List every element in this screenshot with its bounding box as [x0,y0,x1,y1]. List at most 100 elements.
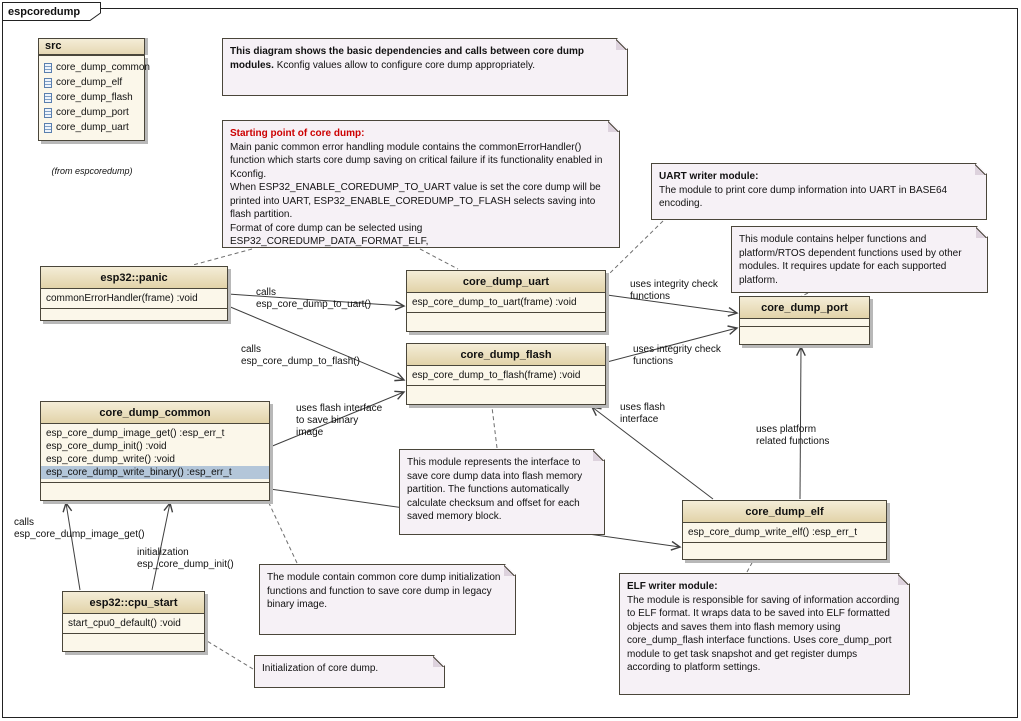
operations-compartment: commonErrorHandler(frame) :void [41,289,227,309]
frame-name-tab: espcoredump [2,2,101,21]
empty-compartment [407,386,605,404]
package-item-label: core_dump_uart [56,122,129,133]
note-starting-point-body: Main panic common error handling module … [230,141,603,261]
diagram-frame [2,8,1018,718]
operation[interactable]: commonErrorHandler(frame) :void [46,293,198,304]
operation[interactable]: esp_core_dump_image_get() :esp_err_t [46,428,225,439]
class-core-dump-uart[interactable]: core_dump_uart esp_core_dump_to_uart(fra… [406,270,606,332]
class-core-dump-common[interactable]: core_dump_common esp_core_dump_image_get… [40,401,270,501]
package-from-label: (from espcoredump) [51,166,133,176]
edge-elf-to-port[interactable] [795,345,806,500]
class-title: core_dump_common [41,402,269,424]
note-overview-bold: This diagram shows the basic dependencie… [230,46,584,71]
note-starting-point-title: Starting point of core dump: [230,128,365,139]
frame-title: espcoredump [8,6,80,18]
anchor-elfnote-to-elf[interactable] [746,560,754,573]
note-uart-writer-body: The module to print core dump informatio… [659,184,948,209]
operations-compartment: esp_core_dump_to_uart(frame) :void [407,293,605,313]
class-doc-icon [44,92,52,103]
edge-label-integrity-flash[interactable]: uses integrity check functions [633,344,721,367]
operations-compartment: esp_core_dump_image_get() :esp_err_t esp… [41,424,269,483]
empty-compartment [407,313,605,331]
operation[interactable]: esp_core_dump_write() :void [46,454,175,465]
operation[interactable]: esp_core_dump_init() :void [46,441,167,452]
class-doc-icon [44,122,52,133]
anchor-startingnote-to-uart[interactable] [419,248,459,270]
class-title: esp32::cpu_start [63,592,204,614]
note-overview-rest: Kconfig values allow to configure core d… [276,59,535,71]
class-title: core_dump_uart [407,271,605,293]
anchor-commonnote-to-common[interactable] [267,500,298,564]
edge-uart-to-port[interactable] [606,294,739,317]
note-common-module-body: The module contain common core dump init… [267,572,501,610]
note-starting-point[interactable]: Starting point of core dump: Main panic … [222,120,620,248]
empty-compartment [63,634,204,651]
note-common-module[interactable]: The module contain common core dump init… [259,564,516,635]
operation[interactable]: esp_core_dump_to_flash(frame) :void [412,370,581,381]
edge-label-platform[interactable]: uses platform related functions [756,424,830,447]
package-item-label: core_dump_common [56,62,150,73]
note-port-helper[interactable]: This module contains helper functions an… [731,226,988,293]
class-esp32-panic[interactable]: esp32::panic commonErrorHandler(frame) :… [40,266,228,321]
class-doc-icon [44,77,52,88]
package-src-body[interactable]: core_dump_common core_dump_elf core_dump… [38,55,150,141]
package-item[interactable]: core_dump_port [43,105,140,120]
edge-common-to-flash[interactable] [269,390,406,448]
note-init-body: Initialization of core dump. [262,663,379,674]
anchor-uartnote-to-uart[interactable] [609,220,664,274]
package-item[interactable]: core_dump_flash [43,90,140,105]
operation[interactable]: esp_core_dump_to_uart(frame) :void [412,297,577,308]
class-core-dump-port[interactable]: core_dump_port [739,296,870,345]
package-item-label: core_dump_flash [56,92,133,103]
edge-label-init-call[interactable]: initialization esp_core_dump_init() [137,547,234,570]
edge-label-calls-flash[interactable]: calls esp_core_dump_to_flash() [241,344,360,367]
note-init[interactable]: Initialization of core dump. [254,655,445,688]
edge-cpustart-to-common-init[interactable] [151,501,174,591]
edge-label-flash-binary[interactable]: uses flash interface to save binary imag… [296,403,383,438]
class-core-dump-flash[interactable]: core_dump_flash esp_core_dump_to_flash(f… [406,343,606,405]
edge-label-integrity-uart[interactable]: uses integrity check functions [630,279,718,302]
note-uart-writer-title: UART writer module: [659,171,759,182]
operations-compartment: esp_core_dump_write_elf() :esp_err_t [683,523,886,543]
class-core-dump-elf[interactable]: core_dump_elf esp_core_dump_write_elf() … [682,500,887,560]
empty-compartment [41,483,269,500]
note-port-helper-body: This module contains helper functions an… [739,234,962,286]
package-item[interactable]: core_dump_common [43,60,150,75]
package-name: src [45,40,62,52]
edge-panic-to-uart[interactable] [227,293,406,311]
class-doc-icon [44,107,52,118]
class-title: esp32::panic [41,267,227,289]
empty-compartment [740,327,869,344]
note-overview[interactable]: This diagram shows the basic dependencie… [222,38,628,96]
note-uart-writer[interactable]: UART writer module: The module to print … [651,163,987,220]
note-elf-writer-title: ELF writer module: [627,581,718,592]
anchor-flashnote-to-flash[interactable] [491,406,498,449]
class-esp32-cpu-start[interactable]: esp32::cpu_start start_cpu0_default() :v… [62,591,205,652]
class-doc-icon [44,62,52,73]
package-item[interactable]: core_dump_elf [43,75,140,90]
operation[interactable]: start_cpu0_default() :void [68,618,181,629]
edge-flash-to-port[interactable] [606,325,739,363]
edge-label-calls-image-get[interactable]: calls esp_core_dump_image_get() [14,517,145,540]
operation[interactable]: esp_core_dump_write_elf() :esp_err_t [688,527,857,538]
edge-elf-to-flash[interactable] [590,406,714,500]
anchor-initnote-to-cpustart[interactable] [206,640,254,670]
edge-label-calls-uart[interactable]: calls esp_core_dump_to_uart() [256,287,372,310]
note-elf-writer-body: The module is responsible for saving of … [627,594,900,673]
empty-compartment [740,319,869,327]
note-flash-interface[interactable]: This module represents the interface to … [399,449,605,535]
note-flash-interface-body: This module represents the interface to … [407,457,583,522]
class-title: core_dump_elf [683,501,886,523]
edge-label-flash-elf[interactable]: uses flash interface [620,402,666,425]
package-src-tab[interactable]: src [38,38,145,55]
operations-compartment: esp_core_dump_to_flash(frame) :void [407,366,605,386]
edge-cpustart-to-common-imageget[interactable] [62,501,81,591]
package-item[interactable]: core_dump_uart [43,120,140,135]
anchor-startingnote-to-panic[interactable] [192,248,253,266]
empty-compartment [41,309,227,320]
operation-highlighted[interactable]: esp_core_dump_write_binary() :esp_err_t [41,466,269,479]
edge-panic-to-flash[interactable] [227,305,406,382]
package-item-label: core_dump_elf [56,77,123,88]
note-elf-writer[interactable]: ELF writer module: The module is respons… [619,573,910,695]
class-title: core_dump_port [740,297,869,319]
